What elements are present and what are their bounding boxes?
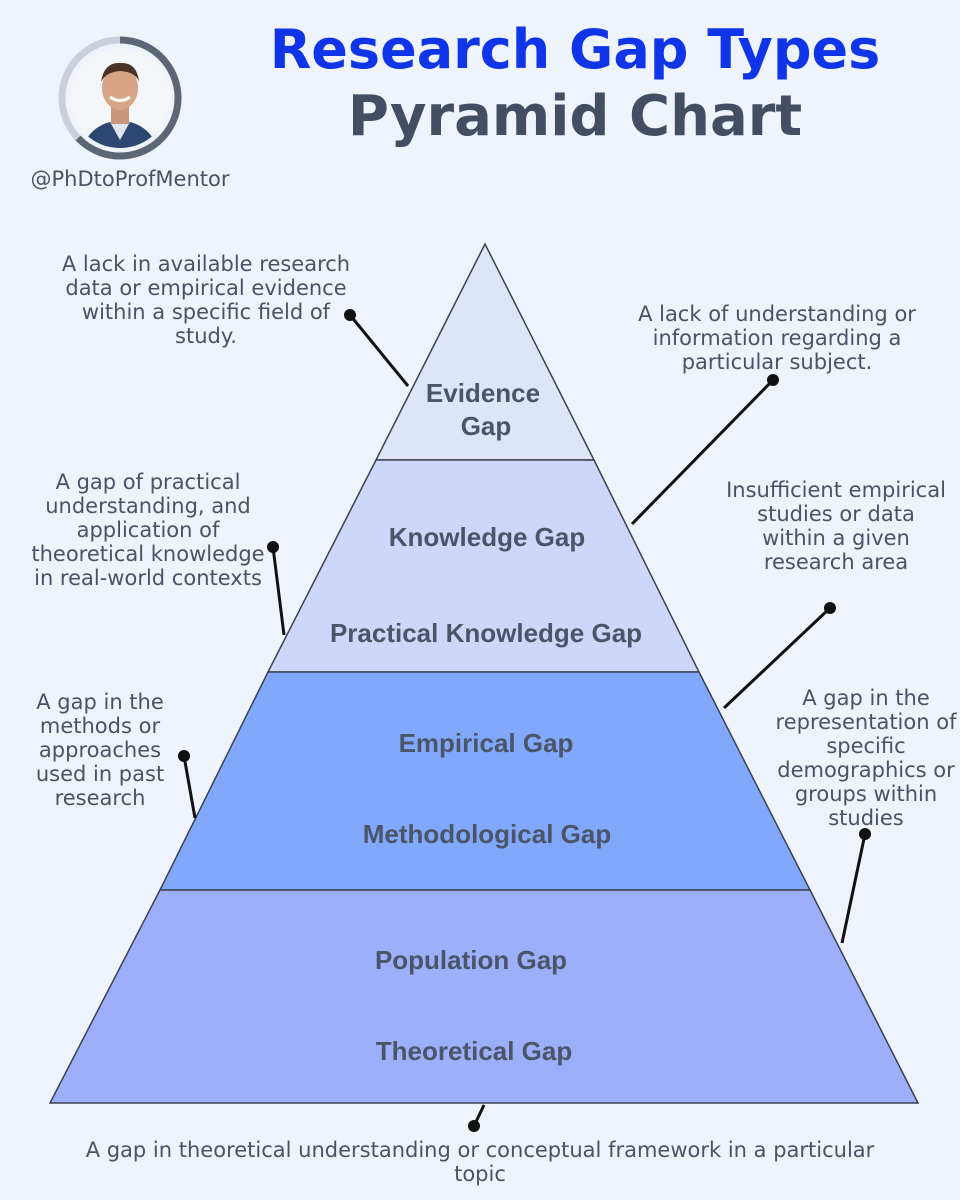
tier-label-population-gap: Population Gap [375, 945, 567, 975]
tier-label-practical-knowledge-gap: Practical Knowledge Gap [330, 618, 642, 648]
author-handle: @PhDtoProfMentor [30, 167, 230, 191]
connector-dot-knowledge [767, 374, 779, 386]
tier-label-methodological-gap: Methodological Gap [363, 819, 611, 849]
page-title: Research Gap Types [269, 18, 881, 81]
connector-dot-evidence [344, 309, 356, 321]
connector-dot-methodological [178, 750, 190, 762]
connector-population [840, 833, 867, 944]
connector-dot-population [859, 828, 871, 840]
connector-practical [271, 546, 286, 636]
connector-empirical [722, 606, 832, 710]
tier-empirical [158, 671, 812, 891]
connector-dot-theoretical [468, 1120, 480, 1132]
connector-dot-empirical [824, 602, 836, 614]
description-practical: A gap of practical understanding, and ap… [31, 470, 265, 590]
tier-label-knowledge-gap: Knowledge Gap [389, 522, 585, 552]
page-subtitle: Pyramid Chart [347, 84, 803, 149]
tier-label-theoretical-gap: Theoretical Gap [376, 1036, 573, 1066]
description-methodological: A gap in the methods or approaches used … [35, 690, 165, 810]
connector-evidence [348, 314, 410, 387]
tier-label-evidence: Evidence [426, 378, 540, 408]
description-empirical: Insufficient empirical studies or data w… [726, 478, 946, 574]
tier-label-gap: Gap [461, 411, 512, 441]
description-population: A gap in the representation of specific … [775, 686, 957, 830]
description-knowledge: A lack of understanding or information r… [638, 302, 916, 374]
avatar [58, 36, 182, 160]
connector-dot-practical [267, 541, 279, 553]
connector-methodological [182, 755, 197, 819]
description-theoretical: A gap in theoretical understanding or co… [85, 1138, 875, 1186]
avatar-ring [74, 36, 182, 160]
tier-label-empirical-gap: Empirical Gap [399, 728, 574, 758]
tier-population [48, 889, 920, 1104]
connector-knowledge [630, 378, 775, 526]
description-evidence: A lack in available research data or emp… [61, 252, 351, 348]
